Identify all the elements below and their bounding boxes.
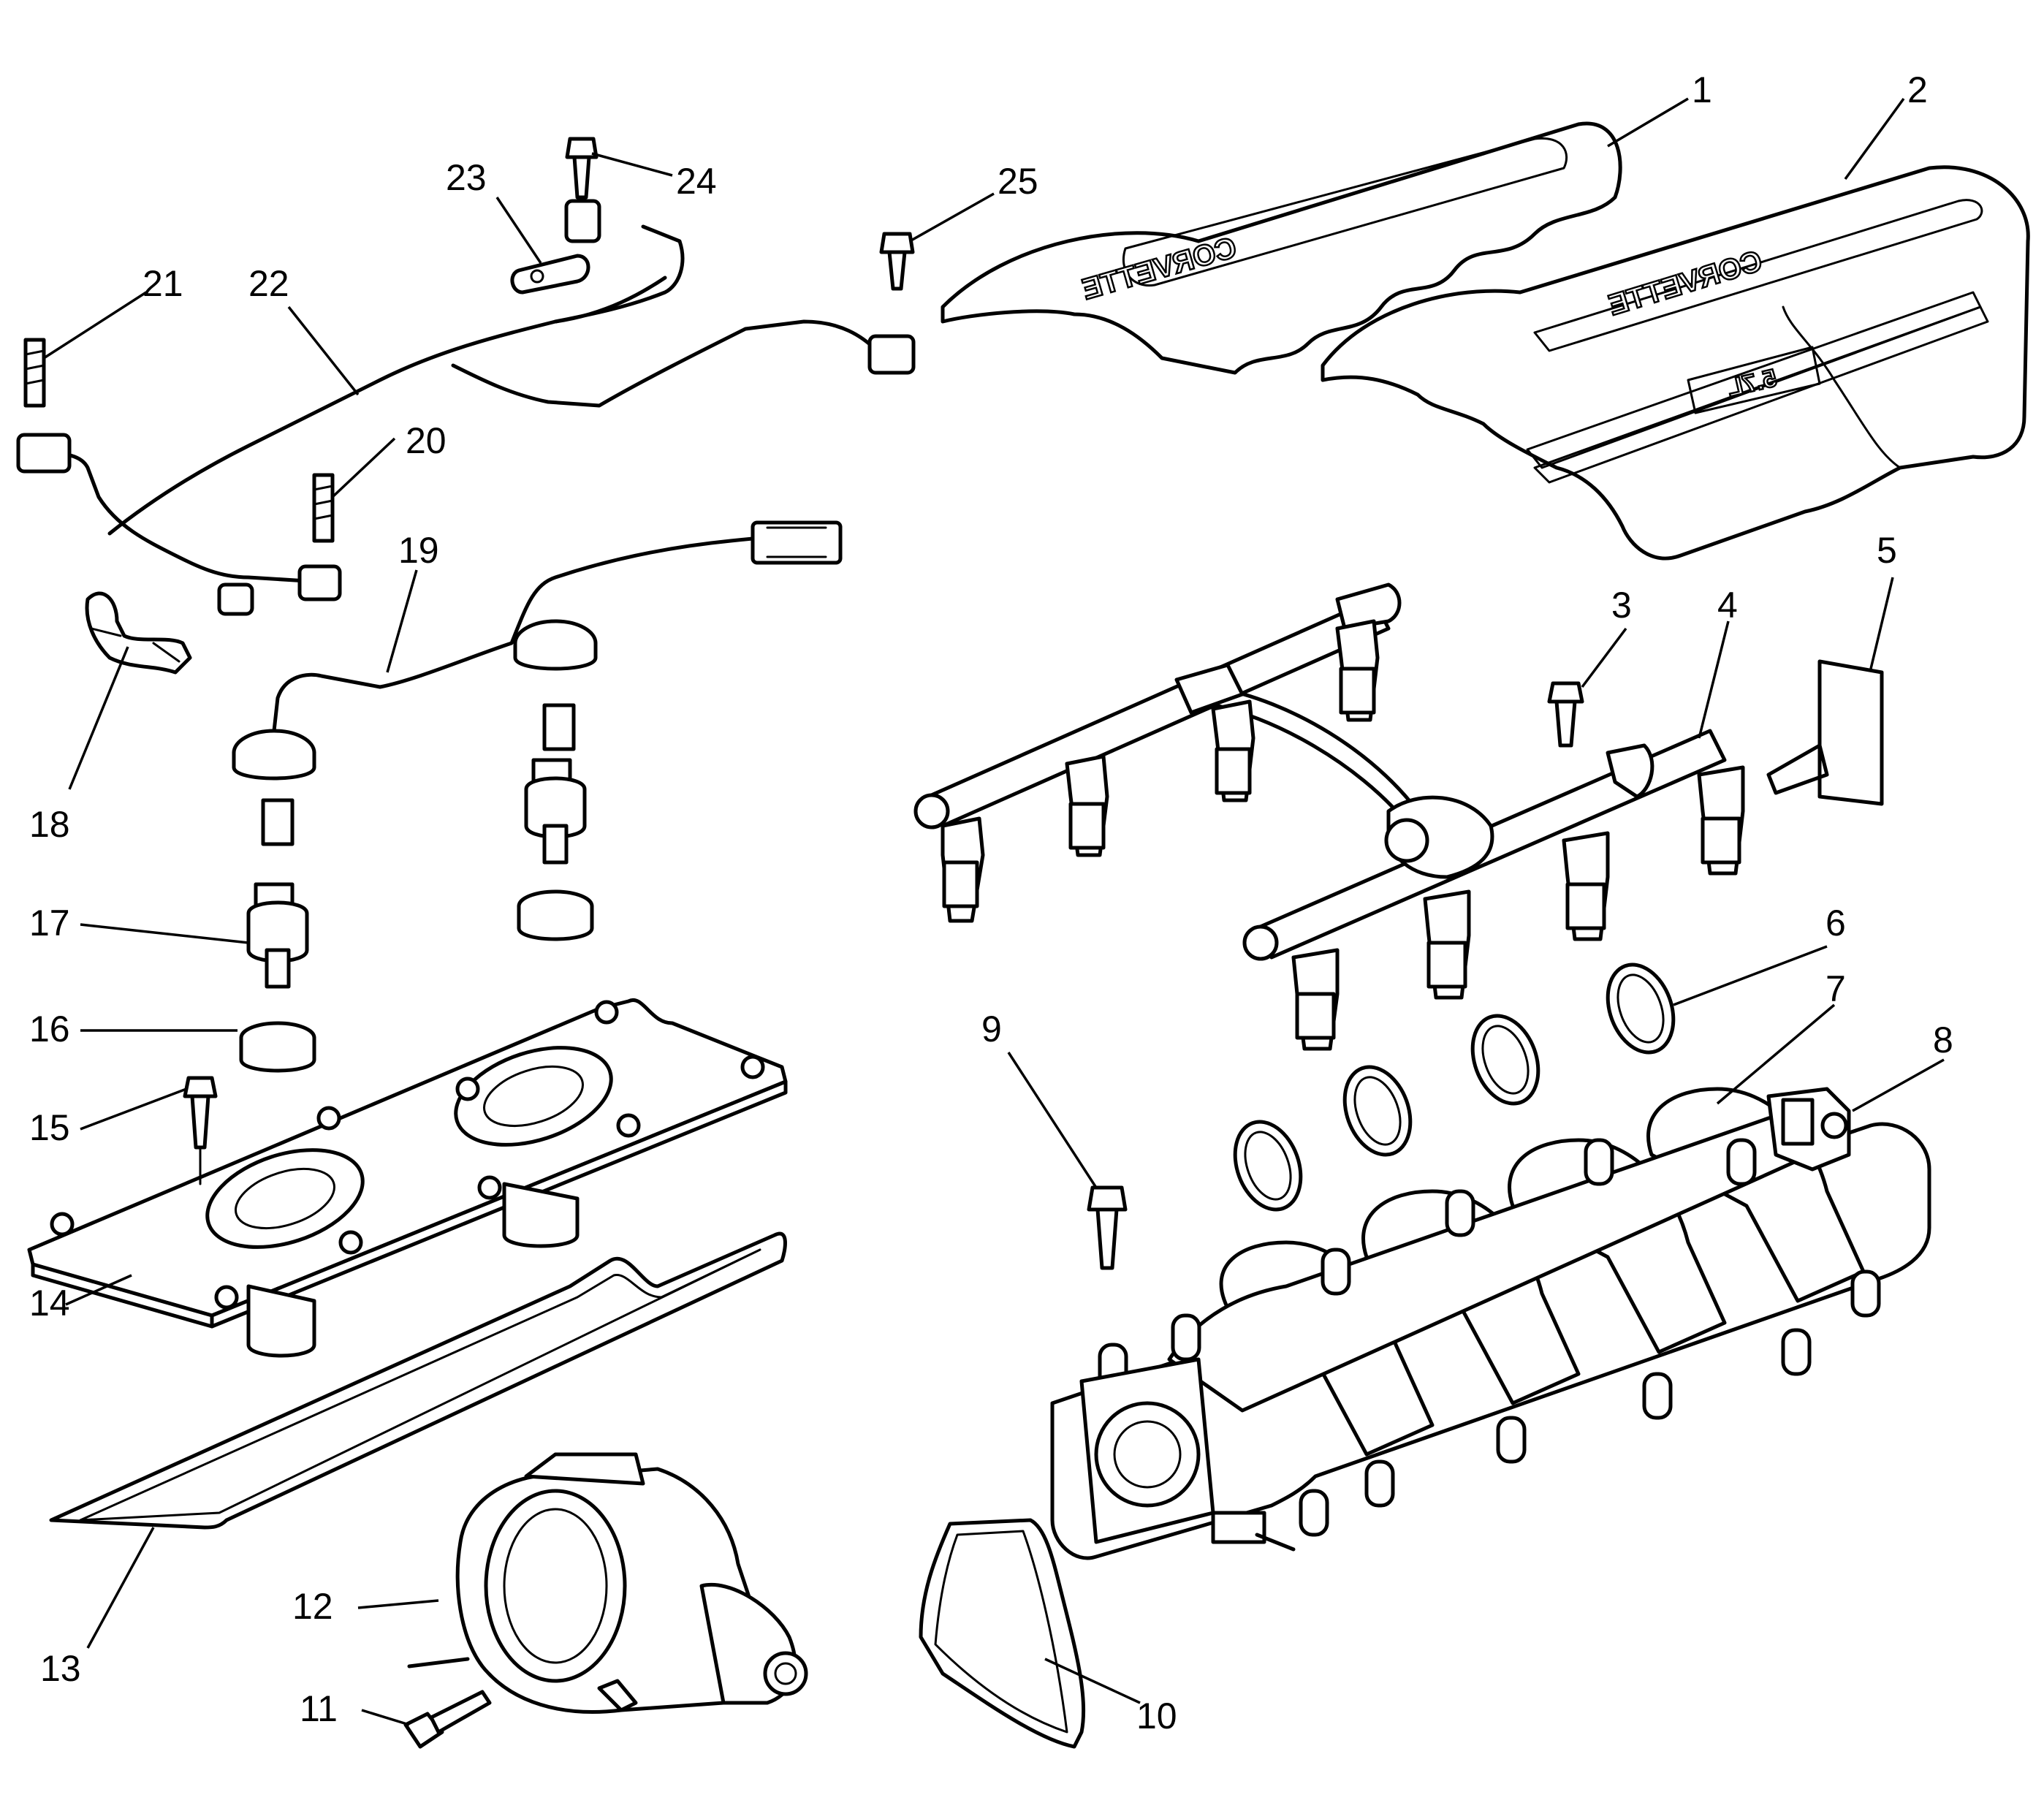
callout-10: 10 — [1136, 1696, 1177, 1736]
callout-6: 6 — [1825, 903, 1846, 944]
injector — [941, 816, 985, 923]
callout-16: 16 — [29, 1009, 70, 1049]
injector — [1423, 889, 1471, 1000]
plate-bolts — [50, 1000, 765, 1310]
callout-12: 12 — [292, 1586, 333, 1627]
fuel-rail-assembly — [913, 582, 1884, 1051]
engine-cover-rear: CORVETTE — [941, 121, 1622, 375]
callout-8: 8 — [1933, 1020, 1953, 1060]
fuel-injector-harness — [16, 199, 916, 616]
callout-20: 20 — [406, 420, 447, 461]
intake-port-gaskets — [1233, 963, 1676, 1212]
callout-2: 2 — [1907, 69, 1928, 110]
callout-23: 23 — [446, 157, 487, 198]
cover-bolt — [879, 232, 915, 291]
callout-7: 7 — [1825, 968, 1846, 1009]
callout-3: 3 — [1611, 585, 1632, 626]
rail-bracket — [1766, 659, 1884, 806]
callout-18: 18 — [29, 804, 70, 845]
callout-4: 4 — [1717, 585, 1738, 626]
injector — [1211, 699, 1255, 802]
knock-sensors — [246, 758, 587, 989]
callout-15: 15 — [29, 1107, 70, 1148]
callout-9: 9 — [981, 1009, 1002, 1049]
callout-17: 17 — [29, 903, 70, 944]
injector — [1065, 754, 1109, 857]
stud-20 — [312, 473, 335, 543]
injector — [1335, 619, 1380, 722]
manifold-bolt — [1087, 1185, 1128, 1270]
callout-5: 5 — [1877, 530, 1897, 571]
callout-22: 22 — [248, 263, 289, 304]
map-sensor — [1766, 1087, 1851, 1172]
throttle-body — [407, 1452, 808, 1714]
engine-cover-front: CORVETTE 5.7L — [1321, 165, 2030, 561]
knock-sensor-harness — [232, 520, 843, 846]
callout-14: 14 — [29, 1283, 70, 1324]
vent-hose — [85, 591, 192, 675]
injector — [1291, 948, 1340, 1051]
callout-11: 11 — [300, 1688, 338, 1729]
callout-1: 1 — [1692, 69, 1712, 110]
intake-manifold — [1050, 1087, 1931, 1560]
valley-plate-bolt — [183, 1076, 218, 1185]
injector — [1697, 765, 1745, 876]
throttle-body-gasket — [919, 1518, 1086, 1749]
callout-21: 21 — [143, 263, 183, 304]
rail-bolt — [1547, 681, 1584, 748]
callout-24: 24 — [676, 161, 717, 202]
harness-bolt — [565, 137, 599, 200]
valley-cover-gasket — [49, 1231, 787, 1530]
harness-retainer — [510, 254, 590, 295]
callout-13: 13 — [40, 1648, 81, 1689]
knock-sensor-grommet — [239, 889, 594, 1073]
callout-19: 19 — [398, 530, 439, 571]
stud-21 — [23, 338, 46, 408]
injector — [1562, 831, 1610, 941]
callout-labels: 1 2 3 4 5 6 7 8 9 10 11 12 13 14 15 16 1… — [29, 69, 1953, 1736]
leader-lines — [43, 97, 1945, 1726]
callout-25: 25 — [998, 161, 1038, 202]
valley-cover-plate — [27, 998, 788, 1358]
throttle-body-bolt — [403, 1690, 492, 1749]
